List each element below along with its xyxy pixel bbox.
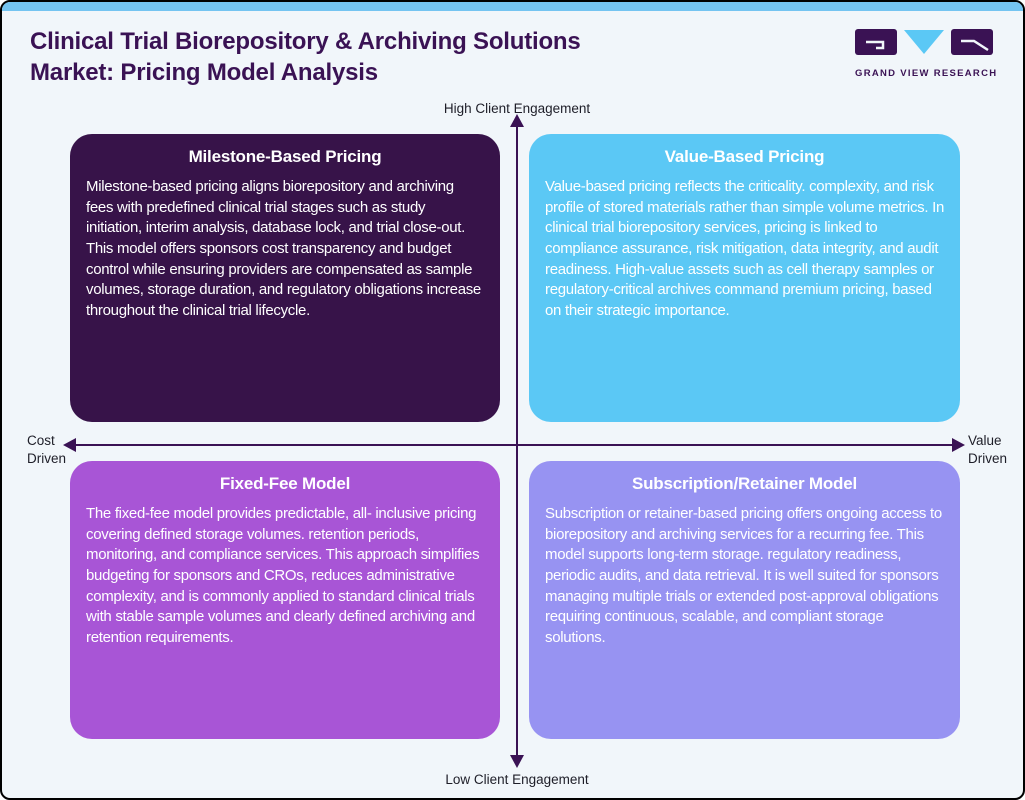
axis-label-high-client-engagement: High Client Engagement [443, 101, 591, 116]
arrow-right-icon [952, 438, 965, 452]
gvr-logo-marks-icon [855, 29, 993, 55]
quadrant-body: Value-based pricing reflects the critica… [545, 178, 944, 320]
quadrant-body: The fixed-fee model provides predictable… [86, 505, 480, 647]
arrow-up-icon [510, 114, 524, 127]
page-title: Clinical Trial Biorepository & Archiving… [30, 26, 730, 88]
vertical-axis-line [516, 126, 518, 756]
axis-label-low-client-engagement: Low Client Engagement [445, 772, 589, 787]
quadrant-subscription-retainer-model: Subscription/Retainer Model Subscription… [529, 461, 960, 739]
arrow-down-icon [510, 755, 524, 768]
quadrant-body: Milestone-based pricing aligns bioreposi… [86, 178, 481, 320]
page-title-line-1: Clinical Trial Biorepository & Archiving… [30, 28, 581, 55]
arrow-left-icon [63, 438, 76, 452]
axis-label-cost-driven: Cost Driven [27, 433, 67, 467]
top-accent-bar [2, 2, 1023, 11]
quadrant-value-based-pricing: Value-Based Pricing Value-based pricing … [529, 134, 960, 422]
quadrant-milestone-based-pricing: Milestone-Based Pricing Milestone-based … [70, 134, 500, 422]
gvr-logo-text: GRAND VIEW RESEARCH [855, 68, 998, 79]
quadrant-title: Subscription/Retainer Model [631, 474, 858, 493]
quadrant-title: Fixed-Fee Model [219, 474, 351, 493]
quadrant-title: Value-Based Pricing [664, 147, 825, 166]
horizontal-axis-line [74, 444, 954, 446]
quadrant-title: Milestone-Based Pricing [188, 147, 382, 166]
gvr-logo: GRAND VIEW RESEARCH [855, 28, 998, 79]
quadrant-fixed-fee-model: Fixed-Fee Model The fixed-fee model prov… [70, 461, 500, 739]
axis-label-value-driven: Value Driven [968, 433, 1008, 467]
page-title-line-2: Market: Pricing Model Analysis [30, 59, 378, 87]
quadrant-body: Subscription or retainer-based pricing o… [545, 505, 942, 647]
